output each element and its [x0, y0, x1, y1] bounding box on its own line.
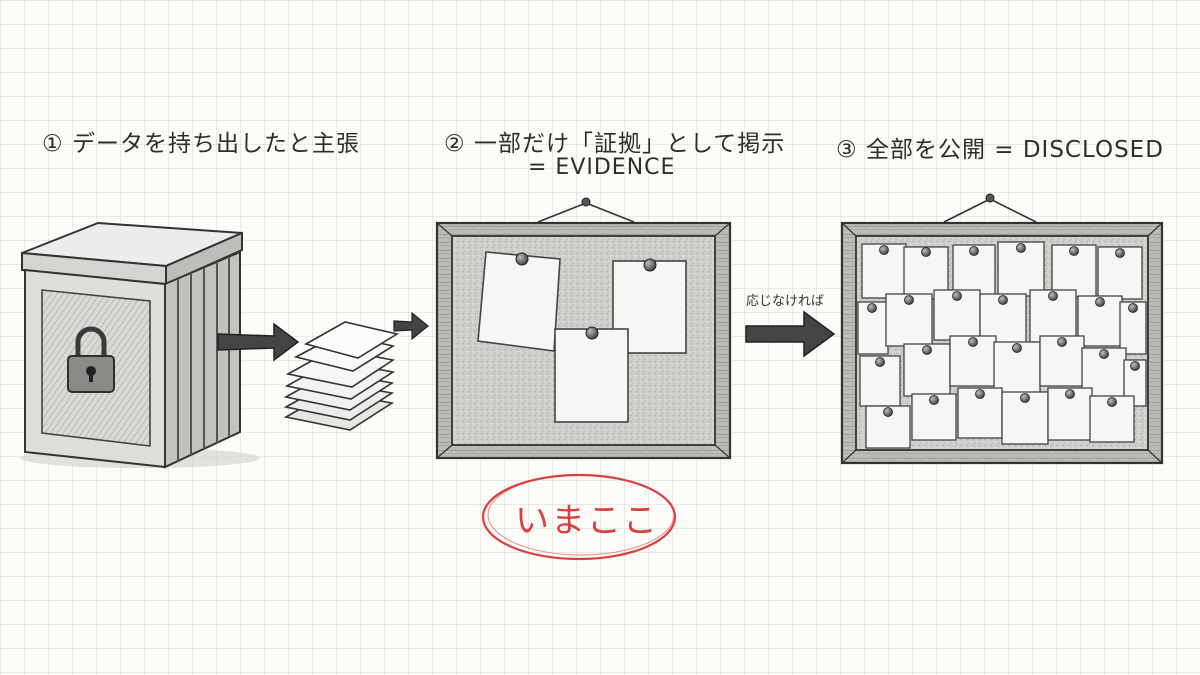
step-2-text: 一部だけ「証拠」として掲示 — [473, 131, 786, 157]
condition-label: 応じなければ — [746, 294, 825, 309]
arrow-right-icon — [393, 311, 429, 341]
current-marker-text: いまここ — [515, 501, 659, 541]
paper-stack — [283, 321, 400, 431]
step-3-label: ③ 全部を公開 = DISCLOSED — [836, 130, 1164, 164]
step-3-number: ③ — [836, 137, 858, 163]
step-1-label: ① データを持ち出したと主張 — [42, 124, 360, 158]
step-3-text: 全部を公開 = DISCLOSED — [865, 137, 1164, 163]
step-2-number: ② — [444, 131, 466, 157]
evidence-board — [435, 197, 732, 460]
arrow-right-icon — [217, 322, 300, 362]
step-2-subtext: = EVIDENCE — [528, 155, 676, 180]
step-2-label: ② 一部だけ「証拠」として掲示 — [444, 124, 785, 158]
step-1-text: データを持ち出したと主張 — [71, 131, 360, 157]
step-1-number: ① — [42, 131, 64, 157]
pushpin-icon — [515, 252, 657, 340]
disclosed-board — [840, 193, 1164, 465]
storage-box — [20, 221, 260, 469]
arrow-right-icon — [745, 310, 836, 358]
padlock-icon — [67, 326, 115, 393]
